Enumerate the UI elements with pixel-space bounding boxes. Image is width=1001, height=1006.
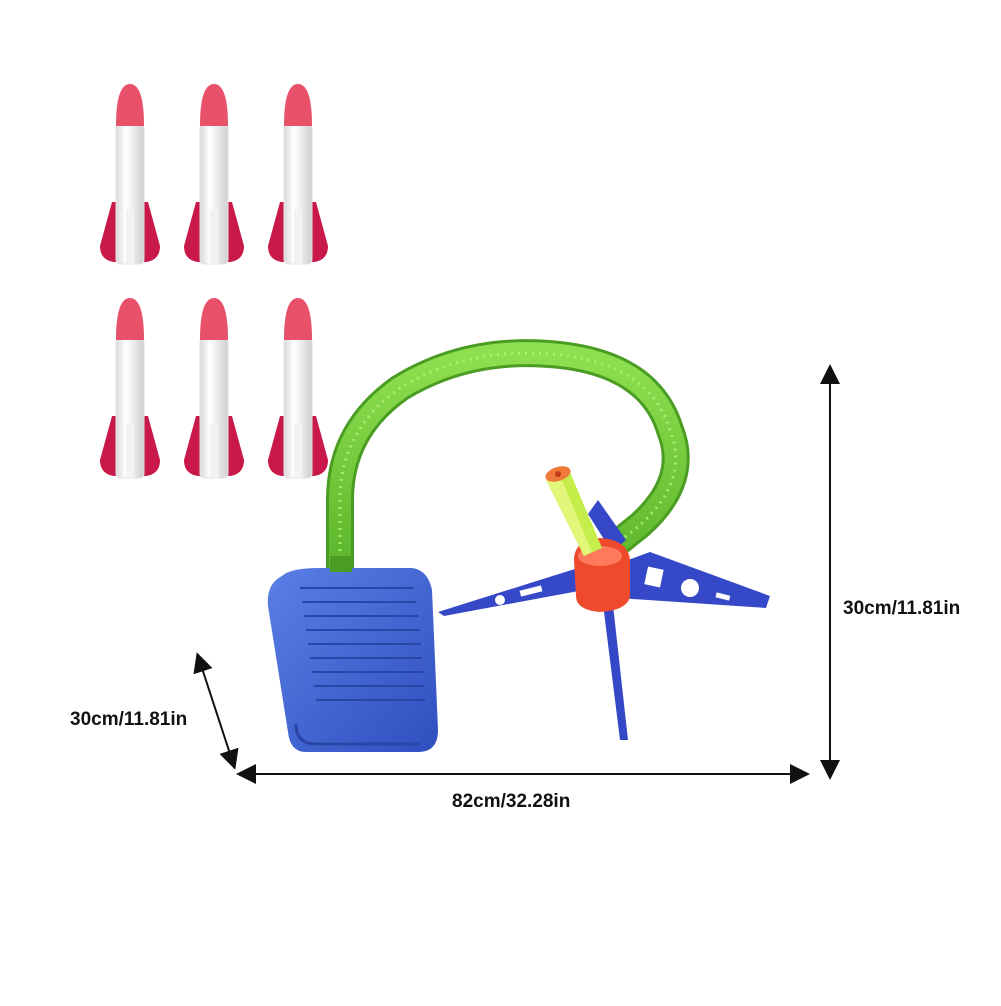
foam-rocket-3 xyxy=(267,83,329,265)
air-hose xyxy=(326,339,690,586)
width-dimension-label: 82cm/32.28in xyxy=(452,791,571,812)
depth-dimension-label: 30cm/11.81in xyxy=(70,709,188,730)
foam-rocket-2 xyxy=(183,83,245,265)
foot-pump xyxy=(267,556,438,752)
height-dimension-label: 30cm/11.81in xyxy=(843,598,961,619)
launch-stand xyxy=(438,466,770,740)
foam-rocket-6 xyxy=(267,297,329,479)
dimension-arrows xyxy=(193,364,840,784)
depth-arrow xyxy=(193,652,239,770)
foam-rocket-4 xyxy=(99,297,161,479)
foam-rocket-5 xyxy=(183,297,245,479)
foam-rocket-1 xyxy=(99,83,161,265)
